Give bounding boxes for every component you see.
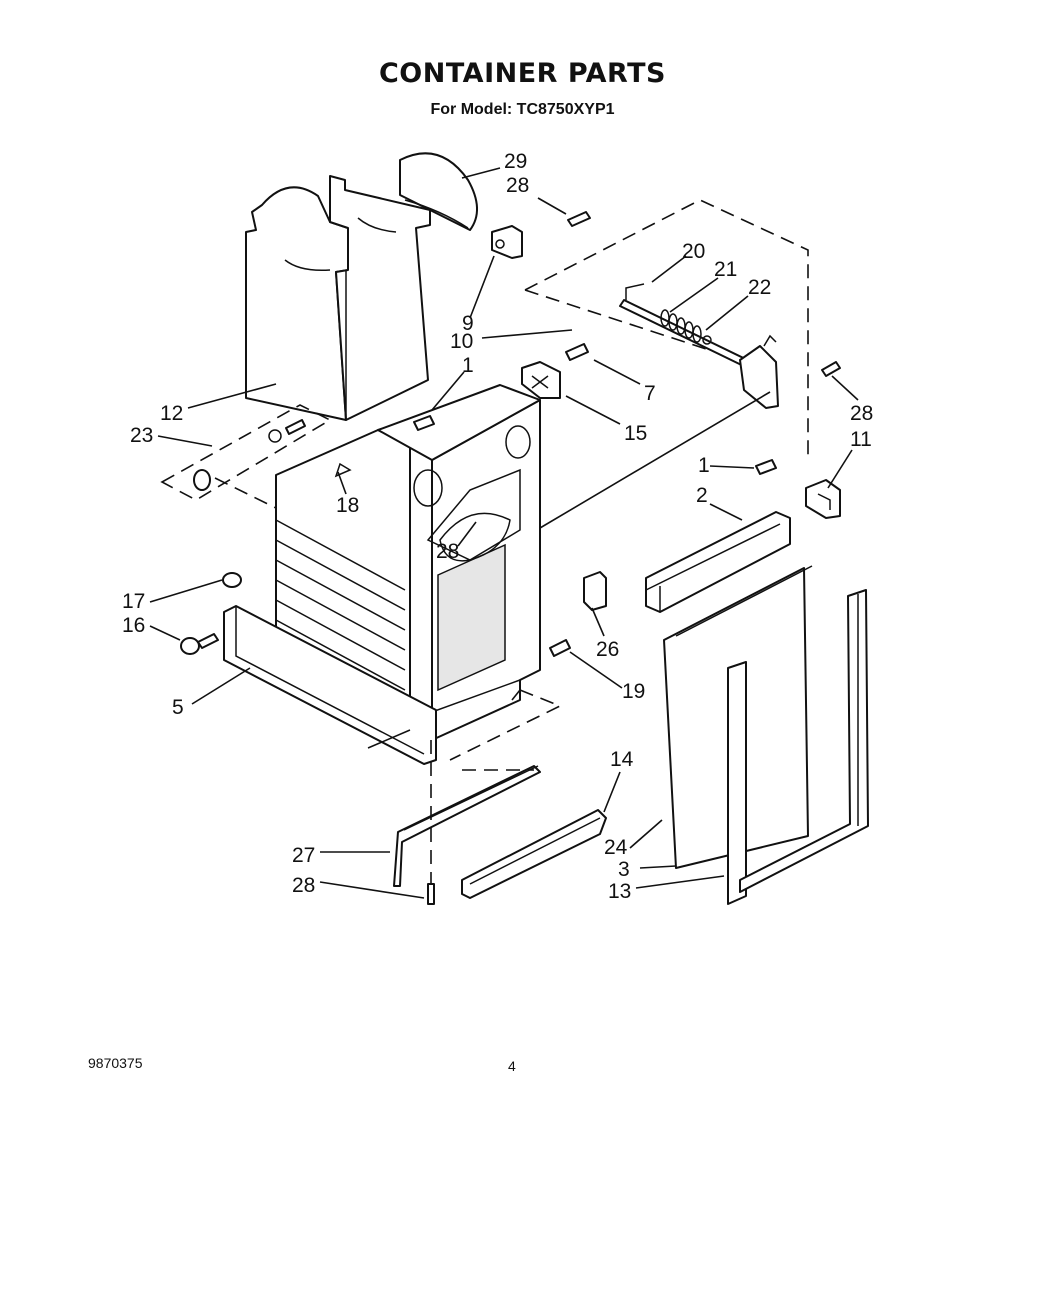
callout-label: 20 [682, 240, 705, 263]
callout-label: 28 [292, 874, 315, 897]
part-flap [399, 152, 478, 231]
part-screw-28-top [567, 211, 591, 227]
part-screw-19 [549, 639, 571, 657]
callout-label: 17 [122, 590, 145, 613]
part-clip-15 [521, 361, 561, 399]
callout-label: 22 [748, 276, 771, 299]
callout-label: 19 [622, 680, 645, 703]
part-screw-1-left [413, 415, 435, 431]
callout-label: 11 [850, 428, 872, 451]
callout-label: 5 [172, 696, 184, 719]
page-number: 4 [508, 1058, 516, 1074]
document-number: 9870375 [88, 1055, 143, 1071]
part-cabinet-frame [275, 384, 541, 741]
callout-label: 27 [292, 844, 315, 867]
part-screw-28-right [821, 361, 841, 377]
page-title: CONTAINER PARTS [378, 58, 666, 89]
callout-label: 10 [450, 330, 473, 353]
callout-label: 23 [130, 424, 153, 447]
callout-label: 28 [850, 402, 873, 425]
part-clip-26 [583, 571, 607, 611]
callout-label: 15 [624, 422, 647, 445]
part-screw-7 [565, 343, 589, 361]
callout-label: 24 [604, 836, 628, 859]
model-subtitle: For Model: TC8750XYP1 [430, 101, 615, 118]
callout-label: 26 [596, 638, 619, 661]
callout-label: 2 [696, 484, 708, 507]
callout-label: 3 [618, 858, 630, 881]
callout-label: 28 [506, 174, 529, 197]
part-kick-plate-14 [461, 809, 607, 899]
callout-label: 18 [336, 494, 359, 517]
callout-leaders [149, 167, 859, 899]
callout-label: 12 [160, 402, 183, 425]
part-screw-28-bottom [427, 883, 435, 905]
part-bottom-tray-27 [393, 765, 541, 887]
part-front-rail-5 [223, 605, 437, 765]
dashed-assembly-outline [524, 199, 809, 460]
callout-label: 7 [644, 382, 656, 405]
part-nut-17 [222, 572, 242, 588]
part-bracket-9 [491, 225, 523, 259]
part-liner-bag [245, 175, 431, 421]
part-screw-1-right [755, 459, 777, 475]
part-door-frame-13 [727, 589, 869, 905]
callout-label: 9 [462, 312, 474, 335]
part-screw-16 [180, 633, 219, 655]
assembly-line [539, 391, 771, 529]
callout-label: 21 [714, 258, 737, 281]
callout-label: 1 [462, 354, 474, 377]
callout-label: 14 [610, 748, 634, 771]
callout-labels: 29 28 20 21 22 9 10 1 7 28 12 15 11 23 1… [122, 150, 873, 903]
part-handle-rail-2 [645, 511, 791, 613]
part-hinge-11 [805, 479, 841, 519]
part-fastener-group-23 [160, 404, 332, 511]
callout-label: 28 [436, 540, 459, 563]
dashed-bottom-outline [449, 689, 562, 761]
callout-label: 13 [608, 880, 631, 903]
callout-label: 1 [698, 454, 710, 477]
callout-label: 29 [504, 150, 527, 173]
callout-label: 16 [122, 614, 145, 637]
